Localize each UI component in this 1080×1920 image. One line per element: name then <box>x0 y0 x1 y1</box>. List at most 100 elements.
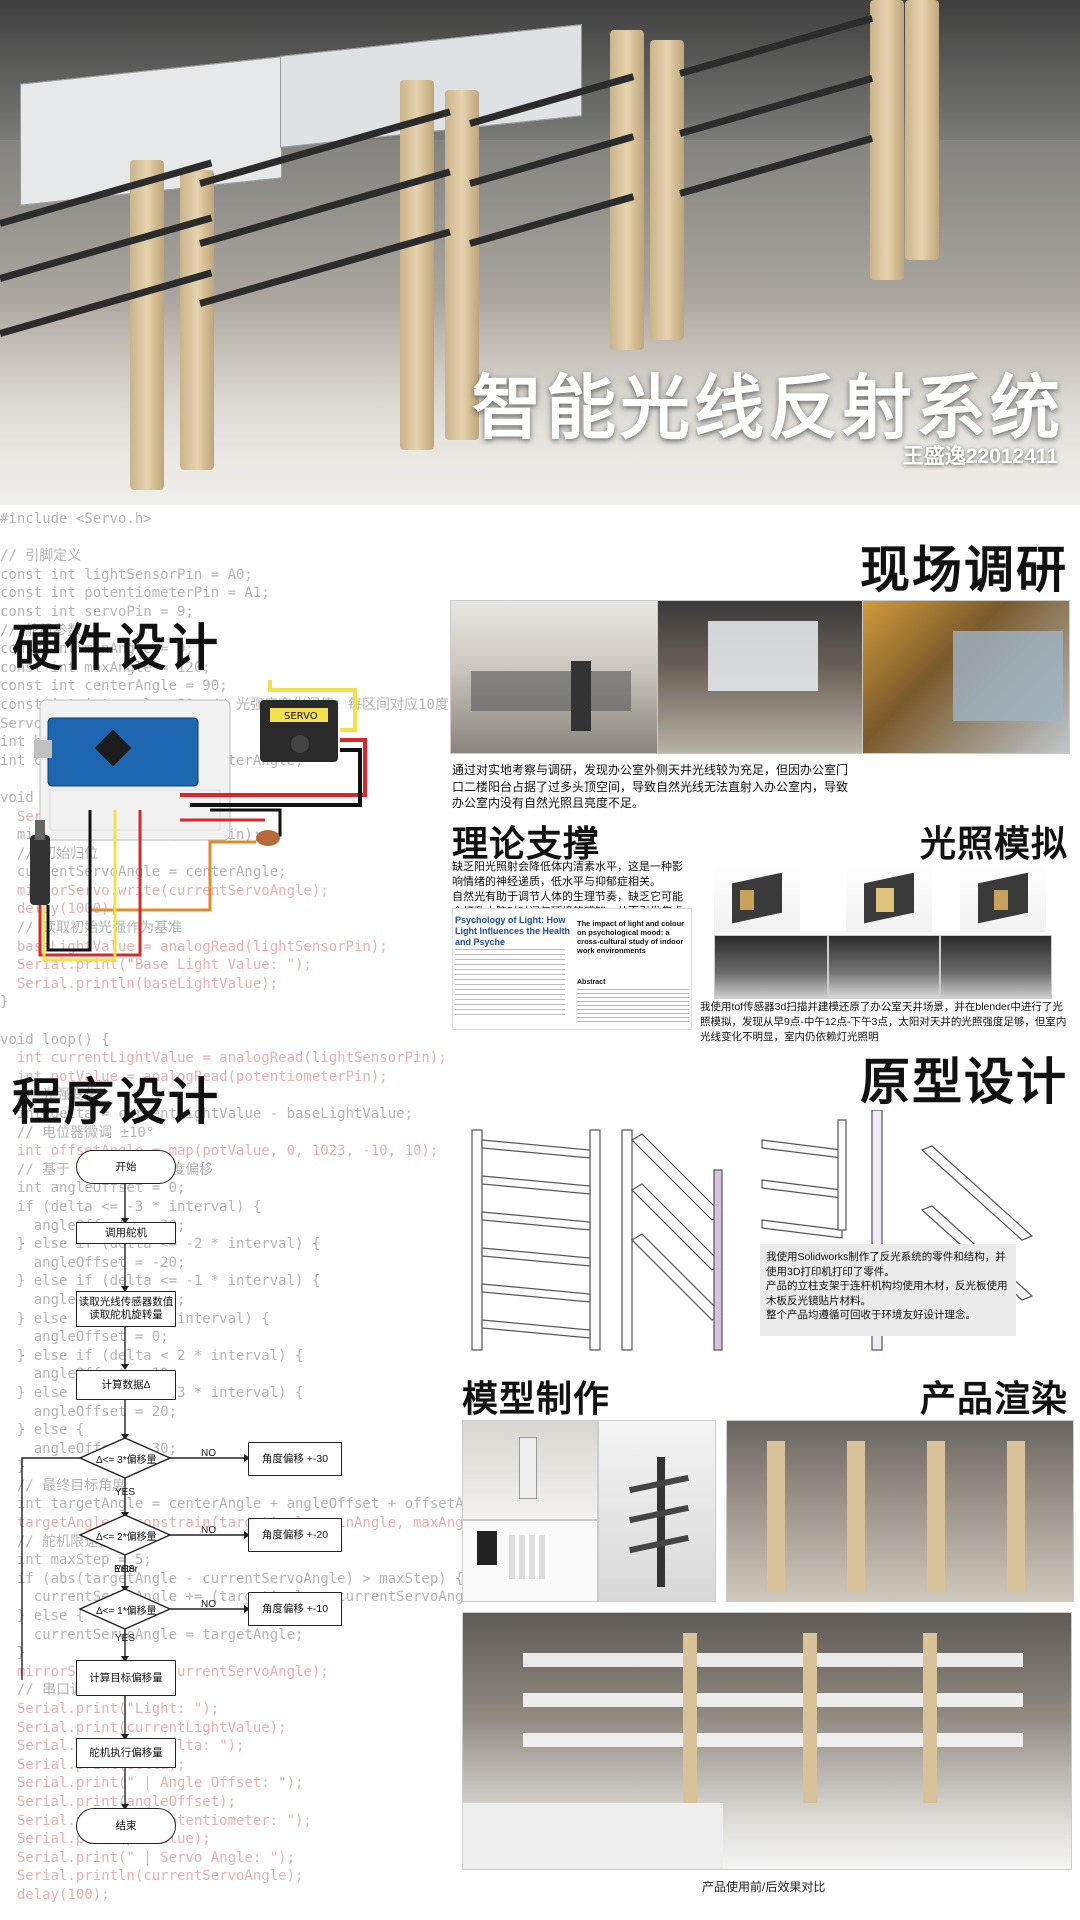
code-line: const int servoPin = 9; <box>0 603 194 620</box>
code-line: } <box>0 1459 26 1476</box>
mcu-chip <box>94 729 132 767</box>
lighting-model-9am <box>714 862 800 932</box>
paper2-abstract: Abstract <box>577 979 606 986</box>
code-line: delay(100); <box>0 1886 110 1903</box>
hero-wood-post <box>400 80 434 450</box>
flow-decision-1 <box>78 1437 172 1479</box>
lighting-render-3pm <box>940 935 1052 999</box>
lighting-model-12pm <box>846 862 932 932</box>
model-photo-workbench <box>462 1420 598 1520</box>
wire-red <box>180 738 367 797</box>
code-line: int angleOffset = 0; <box>0 1180 186 1197</box>
code-line: int currentLightValue = analogRead(light… <box>0 1050 447 1067</box>
flow-cond1-text: Δ<= 3*偏移量 <box>96 1455 157 1466</box>
render-photo-courtyard <box>726 1420 1074 1602</box>
code-line: if (abs(targetAngle - currentServoAngle)… <box>0 1570 464 1587</box>
code-line: const int potentiometerPin = A1; <box>0 585 270 602</box>
code-line: int delta = currentLightValue - baseLigh… <box>0 1106 414 1122</box>
flow-yes-3: YES <box>115 1633 136 1644</box>
code-line: } else if (delta <= -1 * interval) { <box>0 1273 321 1290</box>
code-line: #include <Servo.h> <box>0 511 152 527</box>
lighting-title: 光照模拟 <box>919 824 1068 865</box>
code-line: const int lightSensorPin = A0; <box>0 566 253 583</box>
render-title: 产品渲染 <box>919 1379 1068 1420</box>
code-line: angleOffset = 0; <box>0 1329 169 1346</box>
code-line: Serial.print(" | Angle Offset: "); <box>0 1775 304 1792</box>
code-line: Serial.print(angleOffset); <box>0 1793 237 1810</box>
hero-wood-post <box>905 0 939 260</box>
code-line: // 舵机参数 <box>0 622 82 639</box>
code-line: const int minAngle = 0; <box>0 641 194 658</box>
flow-offset-20: 角度偏移 +-20 <box>248 1518 342 1552</box>
page-title: 智能光线反射系统 <box>472 367 1064 449</box>
prototype-title: 原型设计 <box>860 1053 1068 1111</box>
paper1-title: Psychology of Light: How Light Influence… <box>455 915 571 947</box>
code-line: // 读取初始光强作为基准 <box>0 920 183 937</box>
code-line: Serial.println(currentServoAngle); <box>0 1868 304 1885</box>
flow-exec: 舵机执行偏移量 <box>76 1738 176 1768</box>
lighting-render-12pm <box>828 935 940 999</box>
render-photo-before-after <box>462 1612 1072 1870</box>
paper2-title: The impact of light and colour on psycho… <box>577 919 685 955</box>
code-line: // 引脚定义 <box>0 548 82 565</box>
wire-black <box>190 748 362 807</box>
hardware-title: 硬件设计 <box>12 619 220 677</box>
code-line: mirrorServo.write(currentServoAngle); <box>0 882 329 899</box>
code-line: if (delta <= -3 * interval) { <box>0 1198 262 1215</box>
flow-calc-delta: 计算数据Δ <box>76 1370 176 1400</box>
flow-start: 开始 <box>76 1150 176 1184</box>
paper-clipping: Psychology of Light: How Light Influence… <box>452 908 692 1030</box>
flow-offset-30: 角度偏移 +-30 <box>248 1442 342 1476</box>
code-line: const int centerAngle = 90; <box>0 678 228 695</box>
flow-read-sensor: 读取光线传感器数值 读取舵机旋转量 <box>76 1291 176 1327</box>
code-line <box>0 1012 470 1031</box>
code-line: } else { <box>0 1422 85 1439</box>
flow-no-3: NO <box>201 1599 216 1610</box>
code-line: int maxStep = 5; <box>0 1552 152 1569</box>
flow-cond3-text: Δ<= 1*偏移量 <box>96 1606 157 1617</box>
hero-wood-post <box>650 40 684 340</box>
code-line: // 最终目标角度 <box>0 1477 127 1494</box>
hardware-wiring-diagram: SERVO <box>30 680 367 962</box>
code-line: } else { <box>0 1608 85 1625</box>
flow-calc-target: 计算目标偏移量 <box>76 1660 176 1696</box>
code-line: } <box>0 994 9 1011</box>
code-line: } else if (delta < 2 * interval) { <box>0 1347 304 1364</box>
lighting-model-3pm <box>960 862 1046 932</box>
code-line: currentServoAngle = targetAngle; <box>0 1626 304 1643</box>
servo-label: SERVO <box>284 711 318 722</box>
lighting-render-9am <box>714 935 828 999</box>
flow-no-2: NO <box>201 1525 216 1536</box>
research-photo-courtyard <box>862 600 1070 754</box>
code-line: Serial.print(" | Servo Angle: "); <box>0 1849 296 1866</box>
hero-banner: 智能光线反射系统 王盛逸22012411 <box>0 0 1080 505</box>
flow-decision-2 <box>78 1514 172 1556</box>
code-line: void loop() { <box>0 1031 110 1048</box>
author-id: 王盛逸22012411 <box>902 445 1058 468</box>
wire-yellow <box>268 680 357 732</box>
flow-end: 结束 <box>76 1808 176 1844</box>
code-line: const int maxAngle = 120; <box>0 659 211 676</box>
code-line: // 电位器微调 ±10° <box>0 1124 155 1141</box>
prototype-text: 我使用Solidworks制作了反光系统的零件和结构，并使用3D打印机打印了零件… <box>766 1251 1008 1321</box>
usb-port <box>34 740 52 758</box>
code-line: Serial.print("Light: "); <box>0 1701 220 1717</box>
flow-call-servo: 调用舵机 <box>76 1222 176 1244</box>
code-line: } else if (delta <= -2 * interval) { <box>0 1236 321 1253</box>
hero-wood-post <box>445 90 479 440</box>
model-photo-parts <box>462 1520 598 1602</box>
flow-cond2-text: Δ<= 2*偏移量 <box>96 1532 157 1543</box>
prototype-note-panel: 我使用Solidworks制作了反光系统的零件和结构，并使用3D打印机打印了零件… <box>760 1244 1016 1336</box>
code-line: // 初始归位 <box>16 845 99 862</box>
code-line <box>0 529 470 548</box>
render-caption: 产品使用前/后效果对比 <box>702 1880 826 1894</box>
code-line: delay(1000); <box>0 901 119 918</box>
code-line: Serial.print(currentLightValue); <box>0 1719 287 1736</box>
flow-yes-1: YES <box>115 1487 136 1498</box>
hero-mirror-slat <box>679 135 874 197</box>
research-text: 通过对实地考察与调研，发现办公室外侧天井光线较为充足，但因办公室门口二楼阳台占据… <box>452 763 849 810</box>
lighting-text: 我使用tof传感器3d扫描并建模还原了办公室天井场景，并在blender中进行了… <box>700 1001 1067 1043</box>
flow-decision-3 <box>78 1588 172 1630</box>
potentiometer <box>30 835 50 905</box>
flowchart-connectors <box>21 1182 250 1810</box>
